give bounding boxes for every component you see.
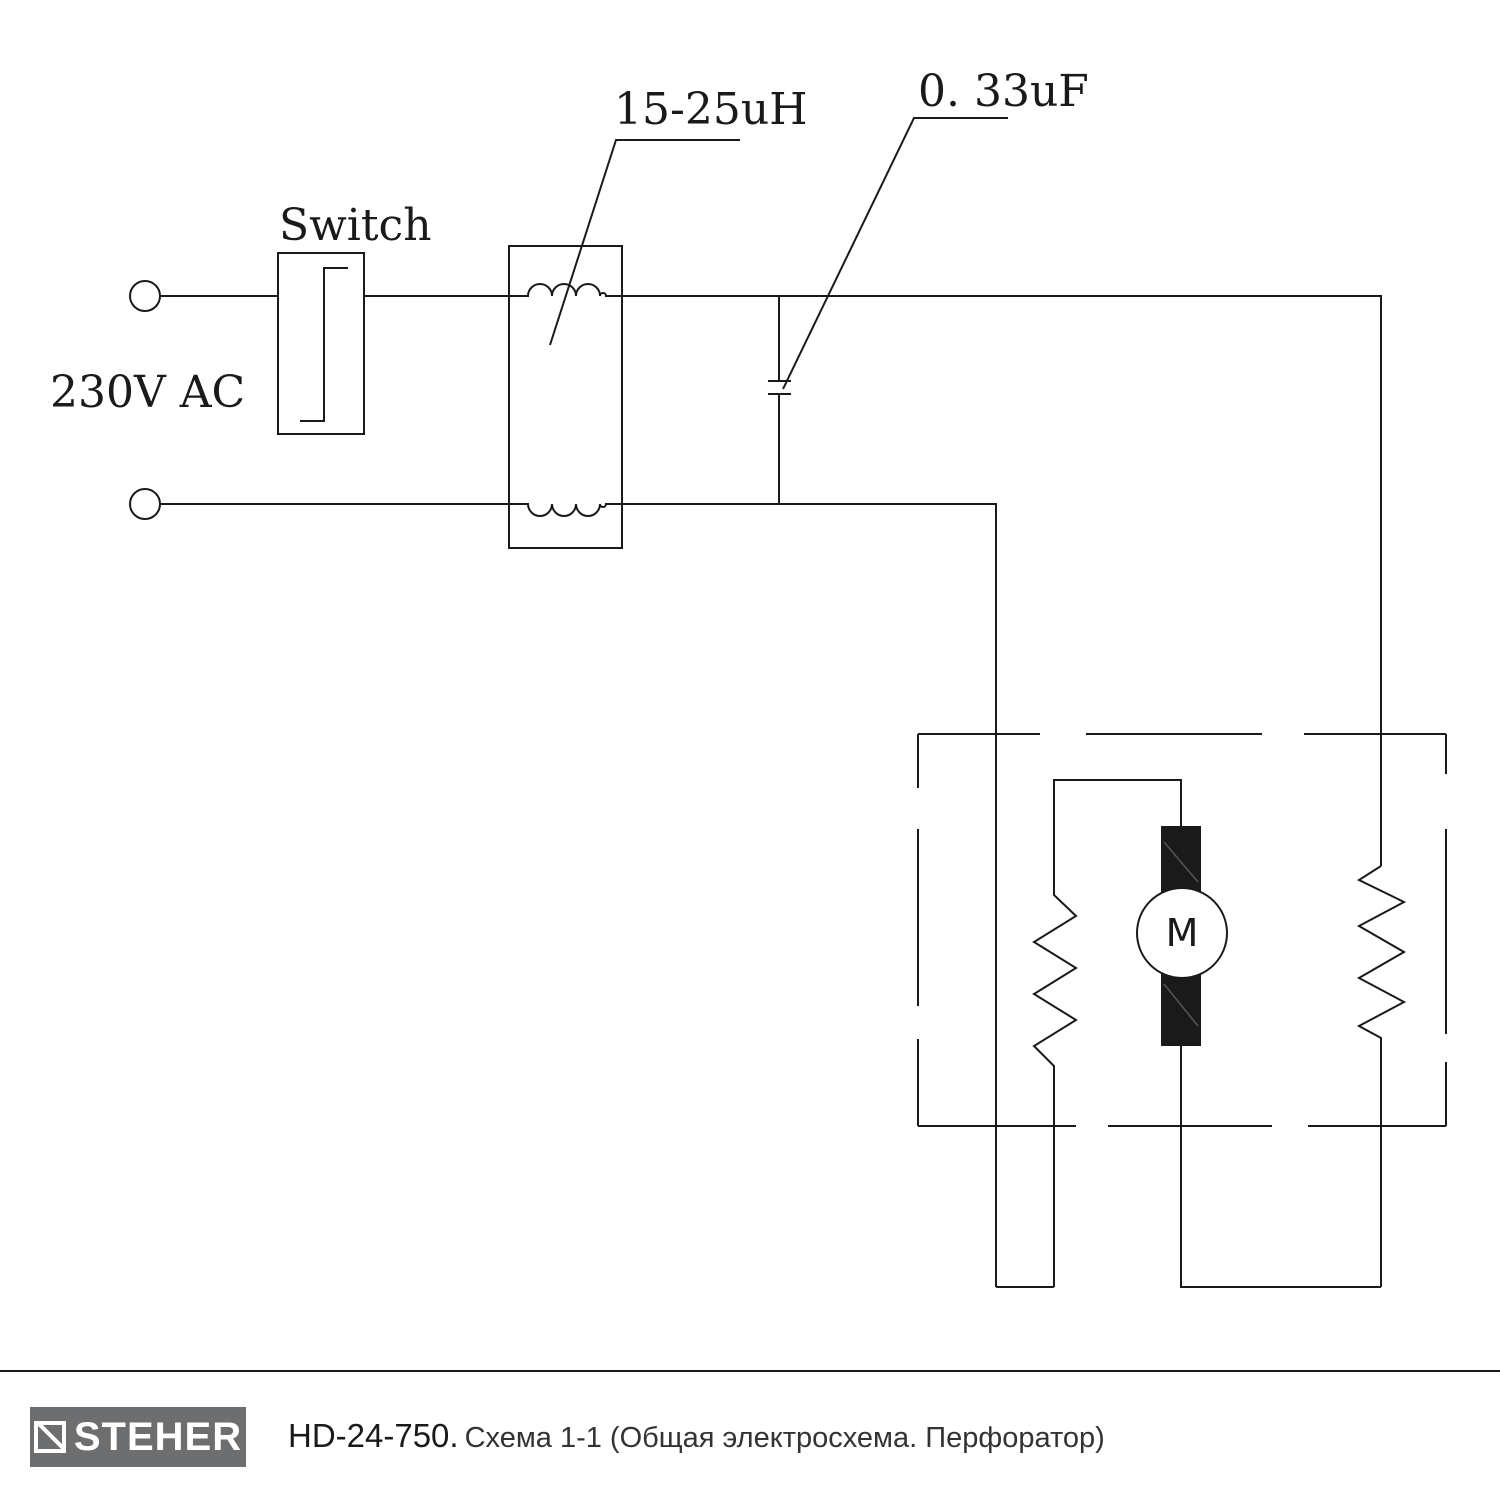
inductor-leader xyxy=(549,139,740,346)
diagram-caption: HD-24-750.Схема 1-1 (Общая электросхема.… xyxy=(288,1417,1105,1455)
brush-top-hatch xyxy=(1163,841,1199,883)
switch-symbol xyxy=(300,267,348,422)
brand-mark-icon xyxy=(33,1421,66,1453)
terminal-bottom xyxy=(129,488,161,520)
brush-bottom-hatch xyxy=(1163,983,1199,1027)
wire-top-rail xyxy=(622,295,1382,866)
wire-bottom-rail xyxy=(622,503,997,1287)
choke-box xyxy=(508,245,623,549)
switch-label: Switch xyxy=(279,200,432,251)
diagram-description: Схема 1-1 (Общая электросхема. Перфорато… xyxy=(464,1422,1105,1454)
motor-brush-bottom xyxy=(1161,972,1201,1046)
motor-enclosure xyxy=(917,733,1447,1127)
switch-box xyxy=(277,252,365,435)
capacitor-leader xyxy=(782,117,1008,390)
inductor-coil-top xyxy=(512,283,622,297)
wire-right-loop xyxy=(1180,1046,1381,1288)
field-winding-right xyxy=(1356,865,1407,1287)
capacitor-label: 0. 33uF xyxy=(918,66,1089,117)
brand-logo: STEHER xyxy=(30,1407,246,1467)
motor-label: M xyxy=(1166,911,1199,955)
inductor-coil-bottom xyxy=(512,503,622,517)
model-number: HD-24-750. xyxy=(288,1417,459,1454)
supply-label: 230V AC xyxy=(50,367,245,418)
brand-name: STEHER xyxy=(73,1414,243,1459)
field-winding-left xyxy=(1032,779,1182,1287)
terminal-top xyxy=(129,280,161,312)
inductor-label: 15-25uH xyxy=(614,84,808,135)
motor-armature xyxy=(1136,887,1228,979)
footer-divider xyxy=(0,1370,1500,1372)
